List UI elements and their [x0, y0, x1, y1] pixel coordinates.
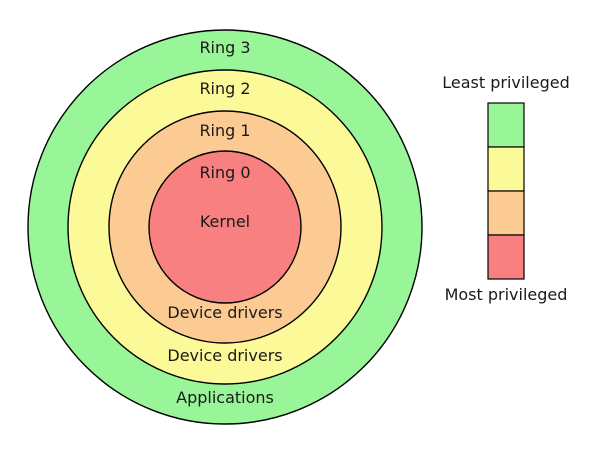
- legend-swatch-green: [487, 102, 525, 148]
- legend-swatch-orange: [487, 190, 525, 236]
- ring-3-label: Ring 3: [199, 38, 250, 57]
- legend-bottom-label: Most privileged: [445, 285, 568, 304]
- legend-swatch-red: [487, 234, 525, 280]
- ring-0-circle: [148, 150, 302, 304]
- ring-2-content-label: Device drivers: [167, 346, 282, 365]
- kernel-label: Kernel: [200, 212, 250, 231]
- ring-2-label: Ring 2: [199, 79, 250, 98]
- legend-swatch-yellow: [487, 146, 525, 192]
- ring-0-label: Ring 0: [199, 163, 250, 182]
- applications-label: Applications: [176, 388, 274, 407]
- legend-top-label: Least privileged: [442, 73, 570, 92]
- ring-1-label: Ring 1: [199, 121, 250, 140]
- ring-1-content-label: Device drivers: [167, 303, 282, 322]
